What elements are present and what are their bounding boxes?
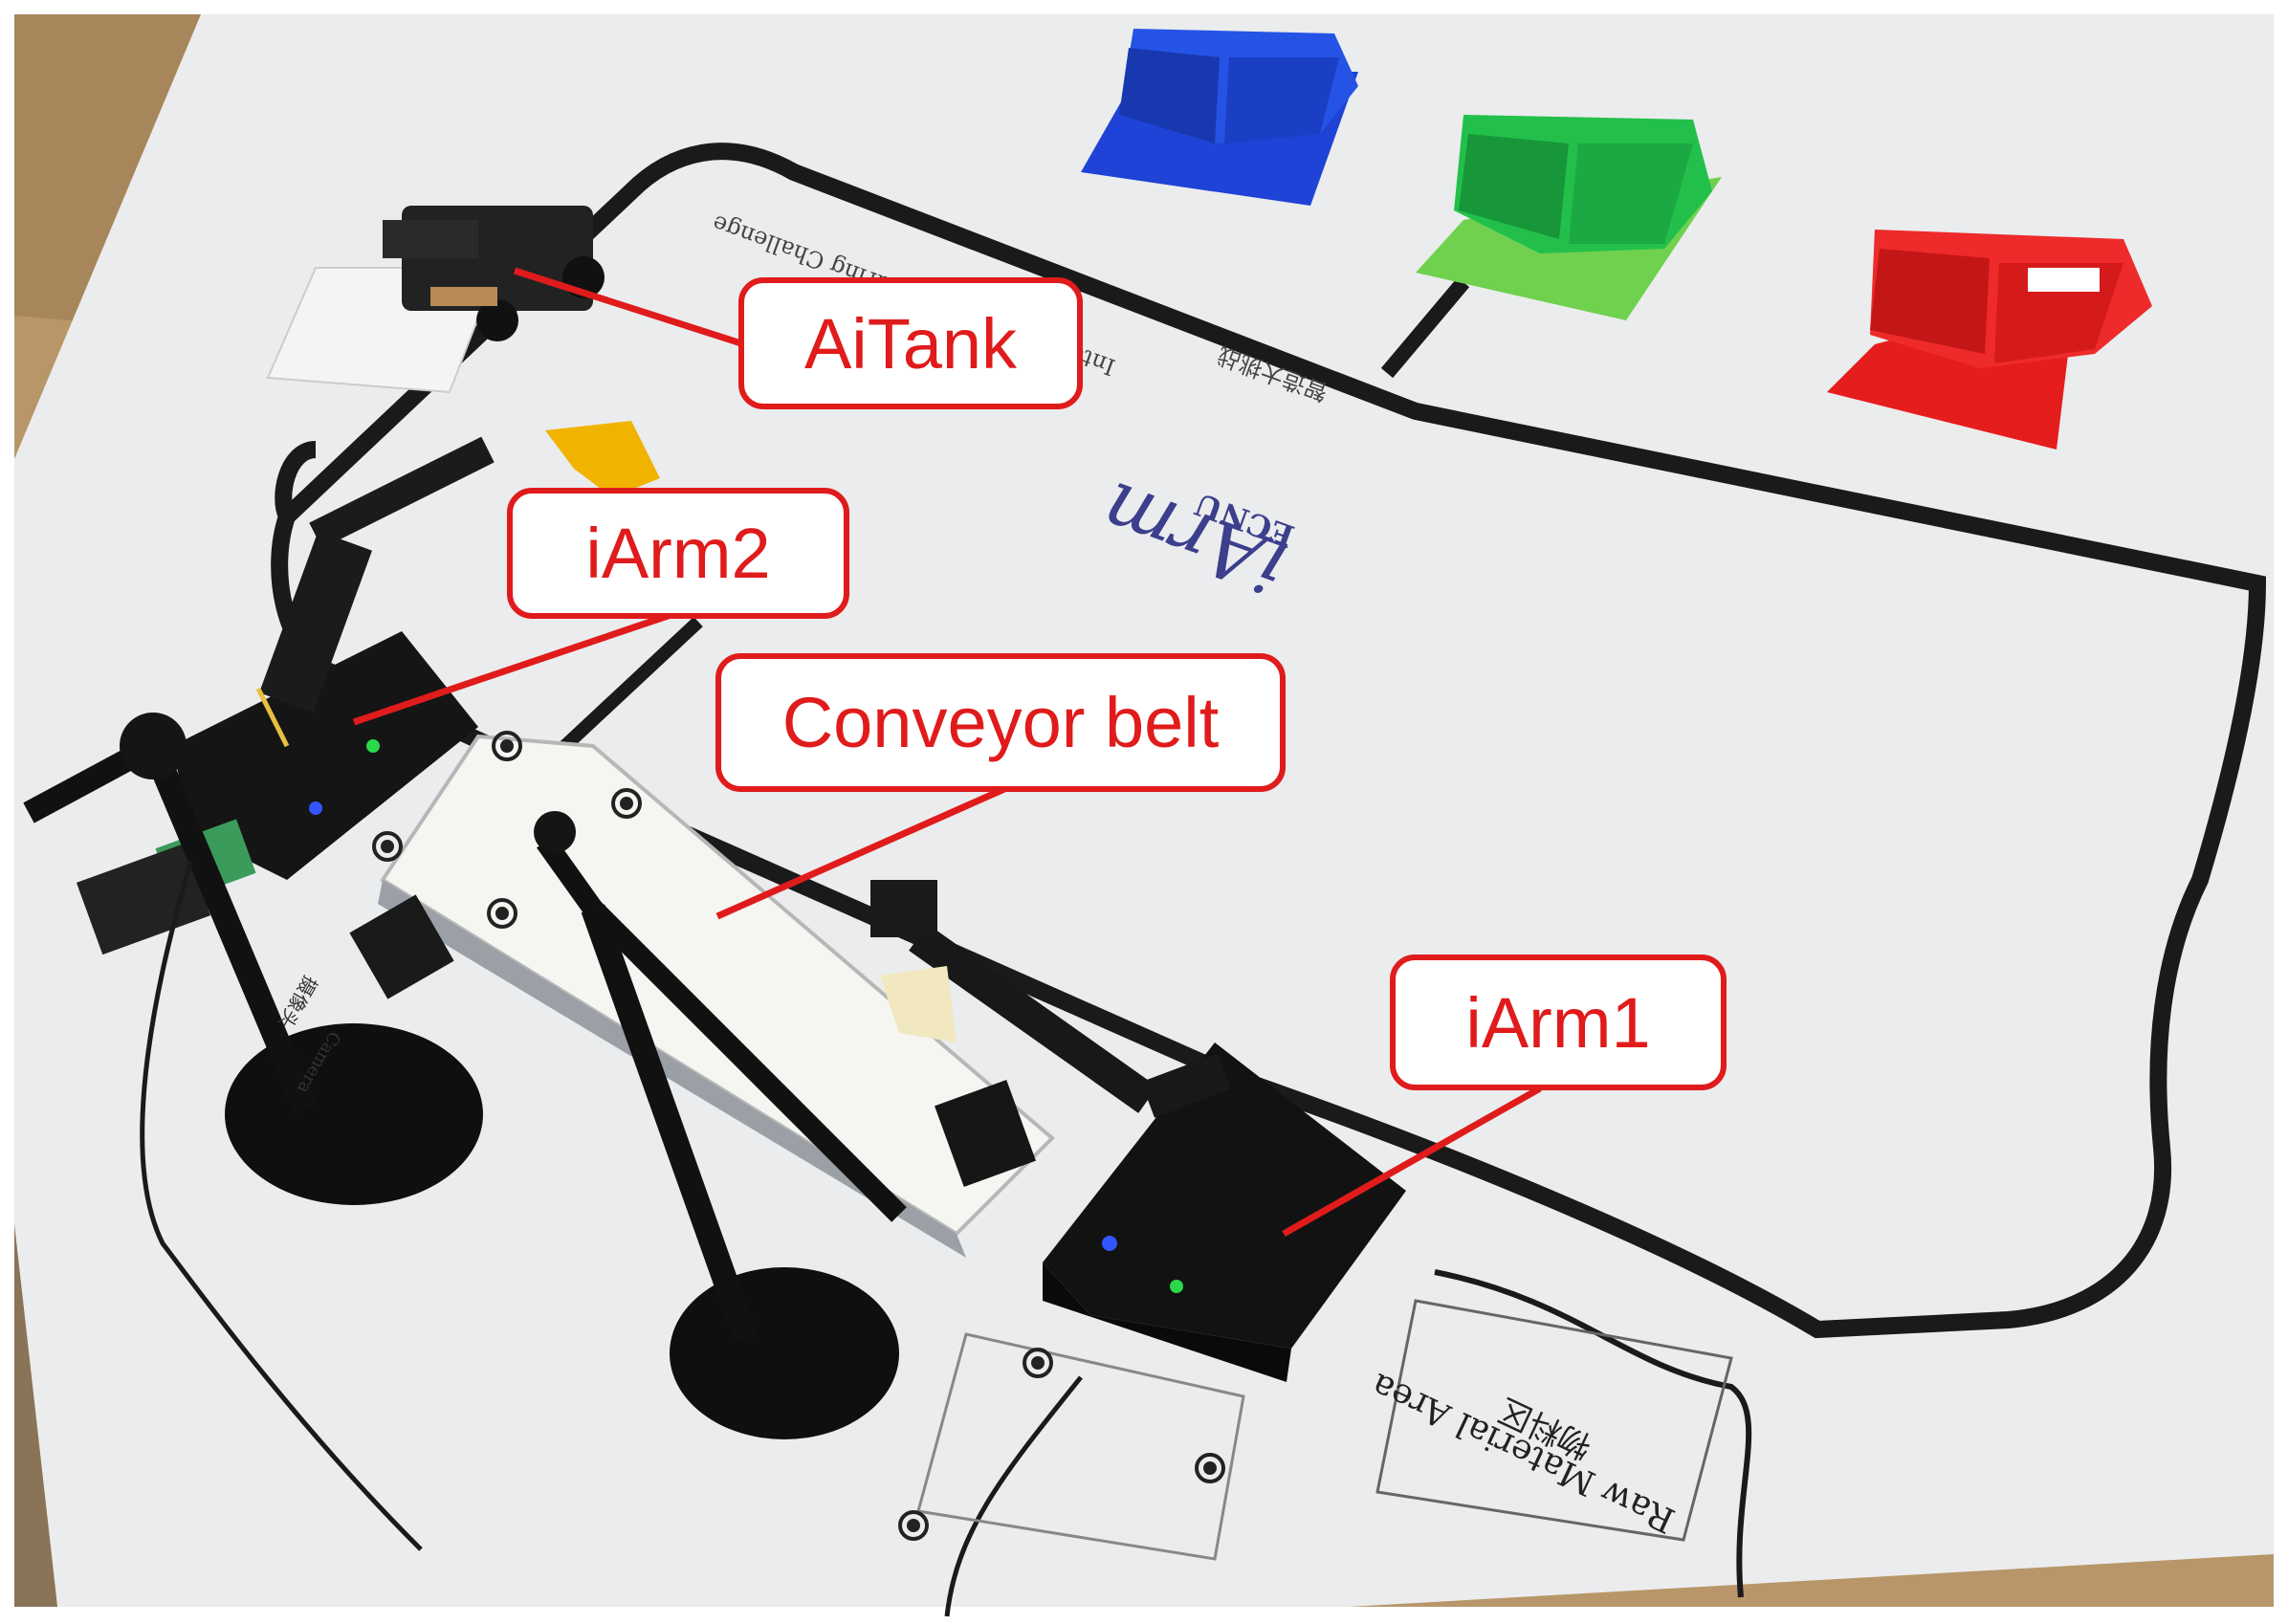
track-spur-2 <box>550 616 703 761</box>
iarm1-robot <box>870 880 1406 1382</box>
cable <box>944 1375 1083 1617</box>
play-mat <box>14 14 2274 1607</box>
camera-stand-left <box>23 713 483 1205</box>
cable <box>140 860 423 1551</box>
track-line <box>271 143 2267 1339</box>
mat-shadow <box>14 1224 57 1607</box>
raw-material-zone <box>1375 1299 1733 1542</box>
placement-square <box>916 1332 1245 1561</box>
red-bins <box>1870 230 2152 368</box>
callout-iarm1: iArm1 <box>1390 955 1727 1090</box>
green-bins <box>1454 115 1712 253</box>
leader-lines <box>352 267 1542 1238</box>
aitank-robot <box>383 206 605 341</box>
fiducial-markers <box>372 731 1225 1541</box>
conveyor-motor <box>349 894 454 999</box>
callout-aitank: AiTank <box>738 277 1083 409</box>
callout-conveyor-belt: Conveyor belt <box>715 653 1286 792</box>
power-box <box>76 843 211 955</box>
camera-stand-right <box>534 811 1036 1439</box>
conveyor-rail <box>378 880 966 1258</box>
iarm2-robot <box>172 421 660 880</box>
callout-iarm2: iArm2 <box>507 488 849 619</box>
track-spur <box>1380 276 1470 379</box>
blue-bins <box>1119 29 1358 143</box>
